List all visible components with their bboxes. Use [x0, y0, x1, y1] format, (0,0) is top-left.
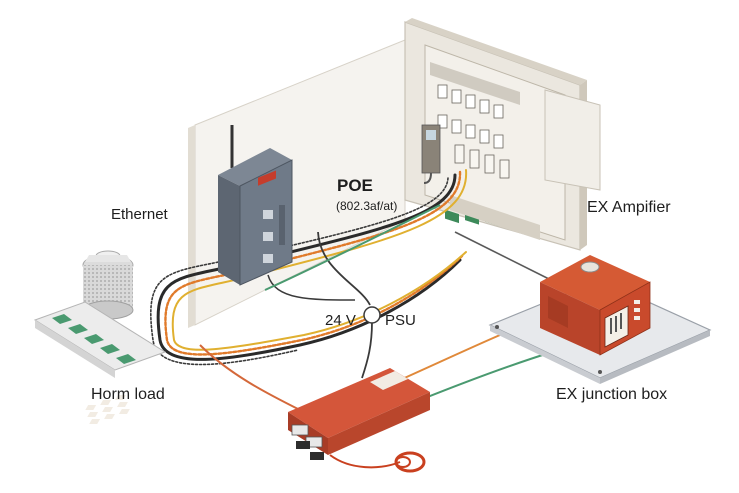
label-poe: POE: [337, 176, 373, 195]
poe-switch: [218, 125, 293, 286]
label-ex-amplifier: EX Ampifier: [587, 199, 671, 216]
label-horn-load: Horm load: [91, 386, 165, 403]
label-poe-standard: (802.3af/at): [336, 199, 398, 213]
keypad: [85, 395, 130, 424]
equipment-cabinet: [404, 18, 601, 251]
ex-amplifier: [540, 255, 651, 356]
red-controller: [85, 368, 430, 473]
cable-orange-run: [199, 334, 501, 411]
horn-base-strip: [33, 301, 167, 378]
label-psu: PSU: [385, 312, 416, 329]
label-psu-voltage: 24 V: [325, 312, 356, 329]
switch-label-plate: [258, 170, 276, 186]
cable-green-run: [264, 204, 553, 401]
cabinet-breakers: [437, 84, 504, 149]
cable-amp-to-cabinet: [454, 231, 556, 283]
cable-psu: [267, 231, 373, 379]
label-ethernet: Ethernet: [111, 206, 168, 223]
controller-ports: [291, 424, 324, 460]
cabinet-terminals: [454, 144, 510, 179]
label-ex-junction-box: EX junction box: [556, 386, 668, 403]
psu-connector: [363, 306, 381, 324]
